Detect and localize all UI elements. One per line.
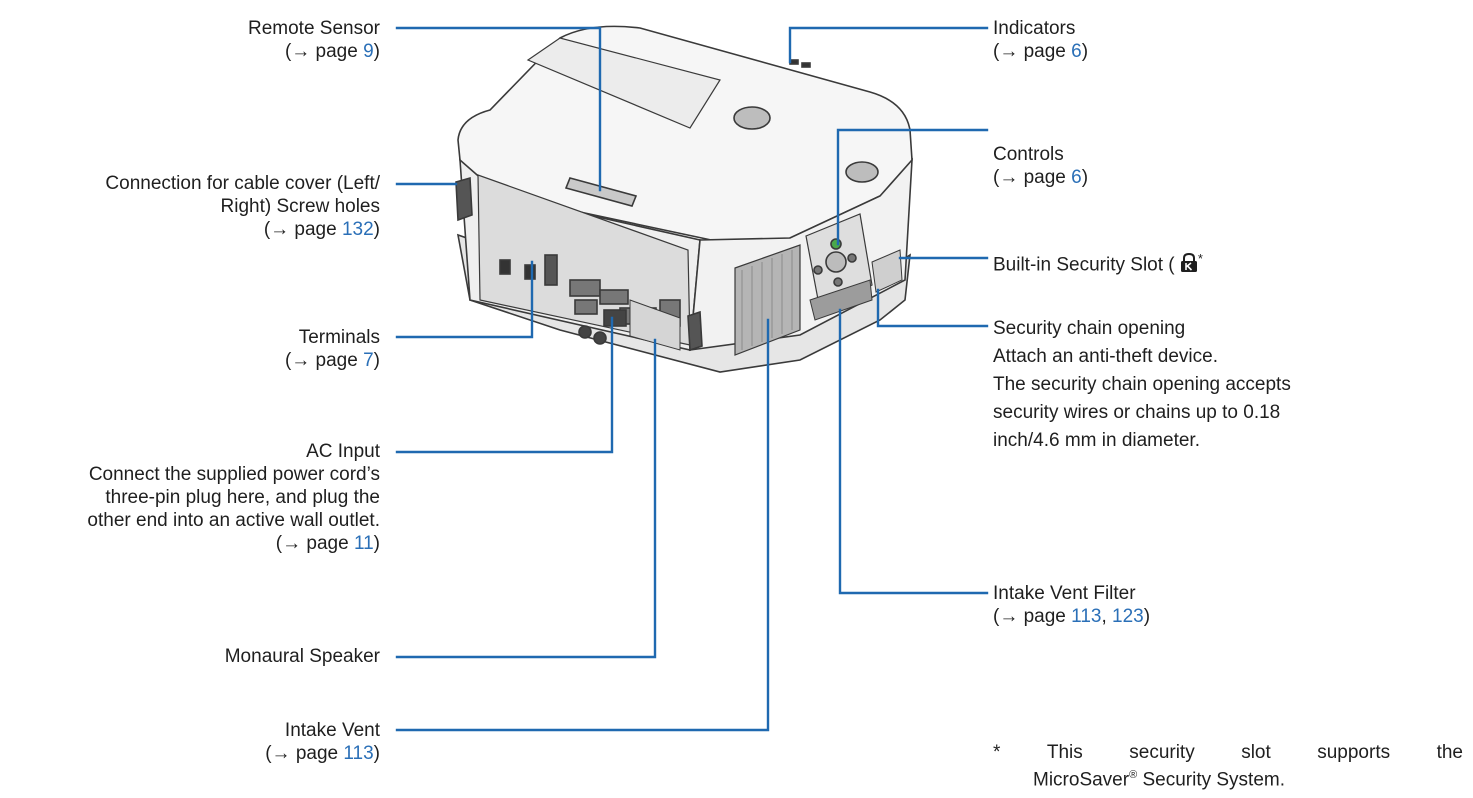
leader-lines [395, 26, 989, 732]
leader-intake-vent [395, 318, 770, 732]
label-terminals: Terminals (→ page 7) [285, 326, 380, 372]
footnote-word: slot [1241, 742, 1271, 763]
remote-sensor-page-link[interactable]: 9 [363, 41, 374, 62]
footnote-line1: * This security slot supports the [993, 741, 1463, 764]
footnote-marker: * [993, 742, 1001, 763]
footnote-word: supports [1317, 742, 1391, 763]
label-remote-sensor: Remote Sensor (→ page 9) [248, 17, 380, 63]
footnote-word: security [1129, 742, 1195, 763]
leader-monaural-speaker [395, 338, 657, 659]
label-indicators: Indicators (→ page 6) [993, 17, 1088, 63]
label-monaural-speaker: Monaural Speaker [225, 645, 380, 668]
security-slot-asterisk: * [1197, 251, 1203, 266]
remote-sensor-title: Remote Sensor [247, 18, 380, 39]
cable-cover-line1: Connection for cable cover (Left/ [105, 173, 380, 194]
footnote-word: the [1436, 742, 1463, 763]
security-chain-line1: Attach an anti-theft device. [993, 346, 1218, 367]
intake-vent-page-ref: (→ page 113) [265, 743, 380, 764]
label-ac-input: AC Input Connect the supplied power cord… [87, 440, 380, 555]
intake-vent-page-link[interactable]: 113 [343, 743, 374, 764]
ac-input-line2: three-pin plug here, and plug the [105, 487, 380, 508]
cable-cover-line2: Right) Screw holes [220, 196, 380, 217]
intake-vent-title: Intake Vent [284, 720, 380, 741]
leader-security-chain [876, 288, 989, 328]
footnote-word: This [1046, 742, 1083, 763]
intake-vent-filter-page-ref: (→ page 113, 123) [993, 606, 1151, 627]
projector-illustration [455, 25, 913, 373]
controls-title: Controls [993, 144, 1064, 165]
label-cable-cover: Connection for cable cover (Left/ Right)… [105, 172, 380, 241]
cable-cover-page-ref: (→ page 132) [263, 219, 380, 240]
intake-vent-filter-page-link-2[interactable]: 123 [1112, 606, 1144, 627]
intake-vent-filter-title: Intake Vent Filter [993, 583, 1136, 604]
leader-ac-input [395, 316, 614, 454]
leader-intake-vent-filter [838, 308, 989, 595]
leader-terminals [395, 260, 534, 339]
leader-controls [836, 128, 989, 246]
label-security-chain: Security chain opening Attach an anti-th… [993, 315, 1291, 455]
leader-remote-sensor [395, 26, 602, 192]
monaural-speaker-title: Monaural Speaker [224, 646, 380, 667]
cable-cover-page-link[interactable]: 132 [341, 219, 374, 240]
terminals-page-ref: (→ page 7) [284, 350, 380, 371]
label-intake-vent: Intake Vent (→ page 113) [265, 719, 380, 765]
terminals-page-link[interactable]: 7 [363, 350, 374, 371]
controls-page-ref: (→ page 6) [993, 167, 1089, 188]
lock-k-icon [1180, 253, 1197, 273]
indicators-page-link[interactable]: 6 [1071, 41, 1082, 62]
remote-sensor-page-ref: (→ page 9) [284, 41, 380, 62]
ac-input-page-ref: (→ page 11) [275, 533, 380, 554]
security-chain-line3: security wires or chains up to 0.18 [993, 402, 1281, 423]
label-intake-vent-filter: Intake Vent Filter (→ page 113, 123) [993, 582, 1150, 628]
security-chain-line4: inch/4.6 mm in diameter. [993, 430, 1200, 451]
controls-page-link[interactable]: 6 [1071, 167, 1082, 188]
label-controls: Controls (→ page 6) [993, 143, 1088, 189]
footnote: * This security slot supports the MicroS… [993, 741, 1463, 791]
ac-input-line3: other end into an active wall outlet. [87, 510, 380, 531]
security-slot-title: Built-in Security Slot ( [993, 254, 1175, 276]
label-security-slot: Built-in Security Slot ( * [993, 247, 1203, 276]
leader-indicators [788, 26, 989, 64]
terminals-title: Terminals [298, 327, 380, 348]
security-chain-title: Security chain opening [993, 318, 1186, 339]
ac-input-line1: Connect the supplied power cord’s [88, 464, 380, 485]
indicators-page-ref: (→ page 6) [993, 41, 1089, 62]
ac-input-page-link[interactable]: 11 [353, 533, 374, 554]
security-chain-line2: The security chain opening accepts [993, 374, 1291, 395]
indicators-title: Indicators [993, 18, 1076, 39]
ac-input-title: AC Input [306, 441, 380, 462]
intake-vent-filter-page-link-1[interactable]: 113 [1071, 606, 1102, 627]
footnote-line2: MicroSaver® Security System. [1033, 769, 1286, 791]
